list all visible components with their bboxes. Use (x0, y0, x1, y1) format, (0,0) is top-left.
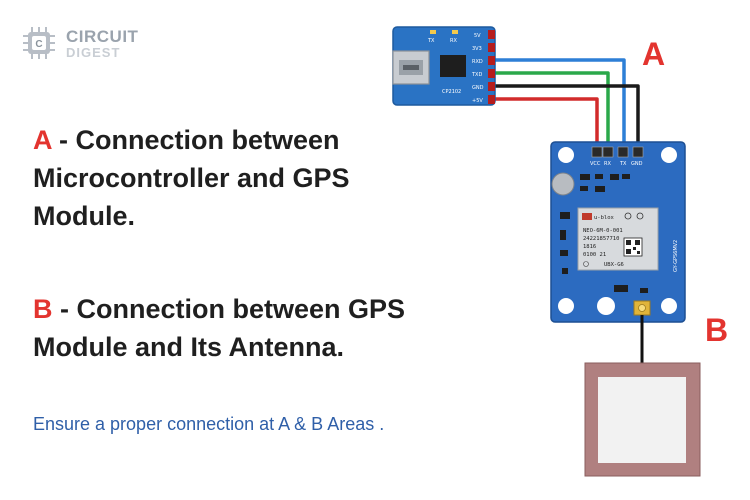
connection-note: Ensure a proper connection at A & B Area… (33, 414, 385, 434)
logo-text-circuit: CIRCUIT (66, 27, 139, 46)
mount-hole (661, 147, 677, 163)
description-a-text: - Connection between Microcontroller and… (33, 125, 350, 231)
mount-hole (597, 297, 615, 315)
usb-pin-3v3: 3V3 (472, 46, 482, 52)
description-a: A - Connection between Microcontroller a… (33, 121, 413, 235)
svg-text:C: C (35, 39, 42, 50)
usb-led-tx-label: TX (427, 38, 435, 44)
circuit-digest-logo: C CIRCUIT DIGEST (22, 26, 162, 64)
usb-pin-txd: TXD (471, 72, 482, 78)
gps-module: VCC RX TX GND u-blox NEO-6M-0-001 242218… (550, 141, 686, 323)
description-a-letter: A (33, 125, 52, 155)
usb-uart-module: CP2102 TX RX 5V 3V3 RXD TXD GND +5V (392, 26, 496, 106)
usb-pin-plus5v: +5V (472, 98, 483, 104)
chip-logo-icon: C (23, 27, 55, 59)
gps-pin-vcc: VCC (590, 161, 601, 167)
gps-side-label: GY-GPS6MV2 (673, 240, 679, 272)
cp2102-label: CP2102 (442, 89, 461, 95)
backup-battery (551, 172, 575, 196)
mount-hole (661, 298, 677, 314)
usb-led-rx-label: RX (450, 38, 457, 44)
usb-pin-gnd: GND (472, 85, 484, 91)
patch-antenna (584, 362, 701, 477)
connection-wires (494, 58, 640, 148)
wire-green (494, 71, 610, 148)
cp2102-chip (440, 55, 466, 77)
marker-b-label: B (705, 312, 729, 348)
marker-a-label: A (642, 36, 666, 72)
description-b-text: - Connection between GPS Module and Its … (33, 294, 406, 362)
antenna-connector (633, 300, 651, 316)
description-b: B - Connection between GPS Module and It… (33, 290, 453, 366)
usb-pin-5v: 5V (474, 33, 481, 39)
wire-black (494, 84, 640, 148)
usb-pin-rxd: RXD (472, 59, 483, 65)
mount-hole (558, 298, 574, 314)
gps-pin-gnd: GND (631, 161, 643, 167)
description-b-letter: B (33, 294, 53, 324)
gps-pin-rx: RX (604, 161, 611, 167)
logo-text-digest: DIGEST (66, 45, 121, 60)
chip-line-2: 24221857710 (583, 236, 619, 242)
wire-blue (494, 58, 626, 148)
chip-line-3: 1816 (583, 244, 596, 250)
gps-pin-tx: TX (619, 161, 627, 167)
chip-brand: u-blox (594, 215, 615, 221)
chip-line-4: 0100 21 (583, 252, 606, 258)
neo6m-chip: u-blox NEO-6M-0-001 24221857710 1816 010… (577, 207, 659, 271)
chip-logo-text: UBX-G6 (604, 262, 624, 268)
mount-hole (558, 147, 574, 163)
wire-red (494, 97, 599, 148)
chip-line-1: NEO-6M-0-001 (583, 228, 623, 234)
